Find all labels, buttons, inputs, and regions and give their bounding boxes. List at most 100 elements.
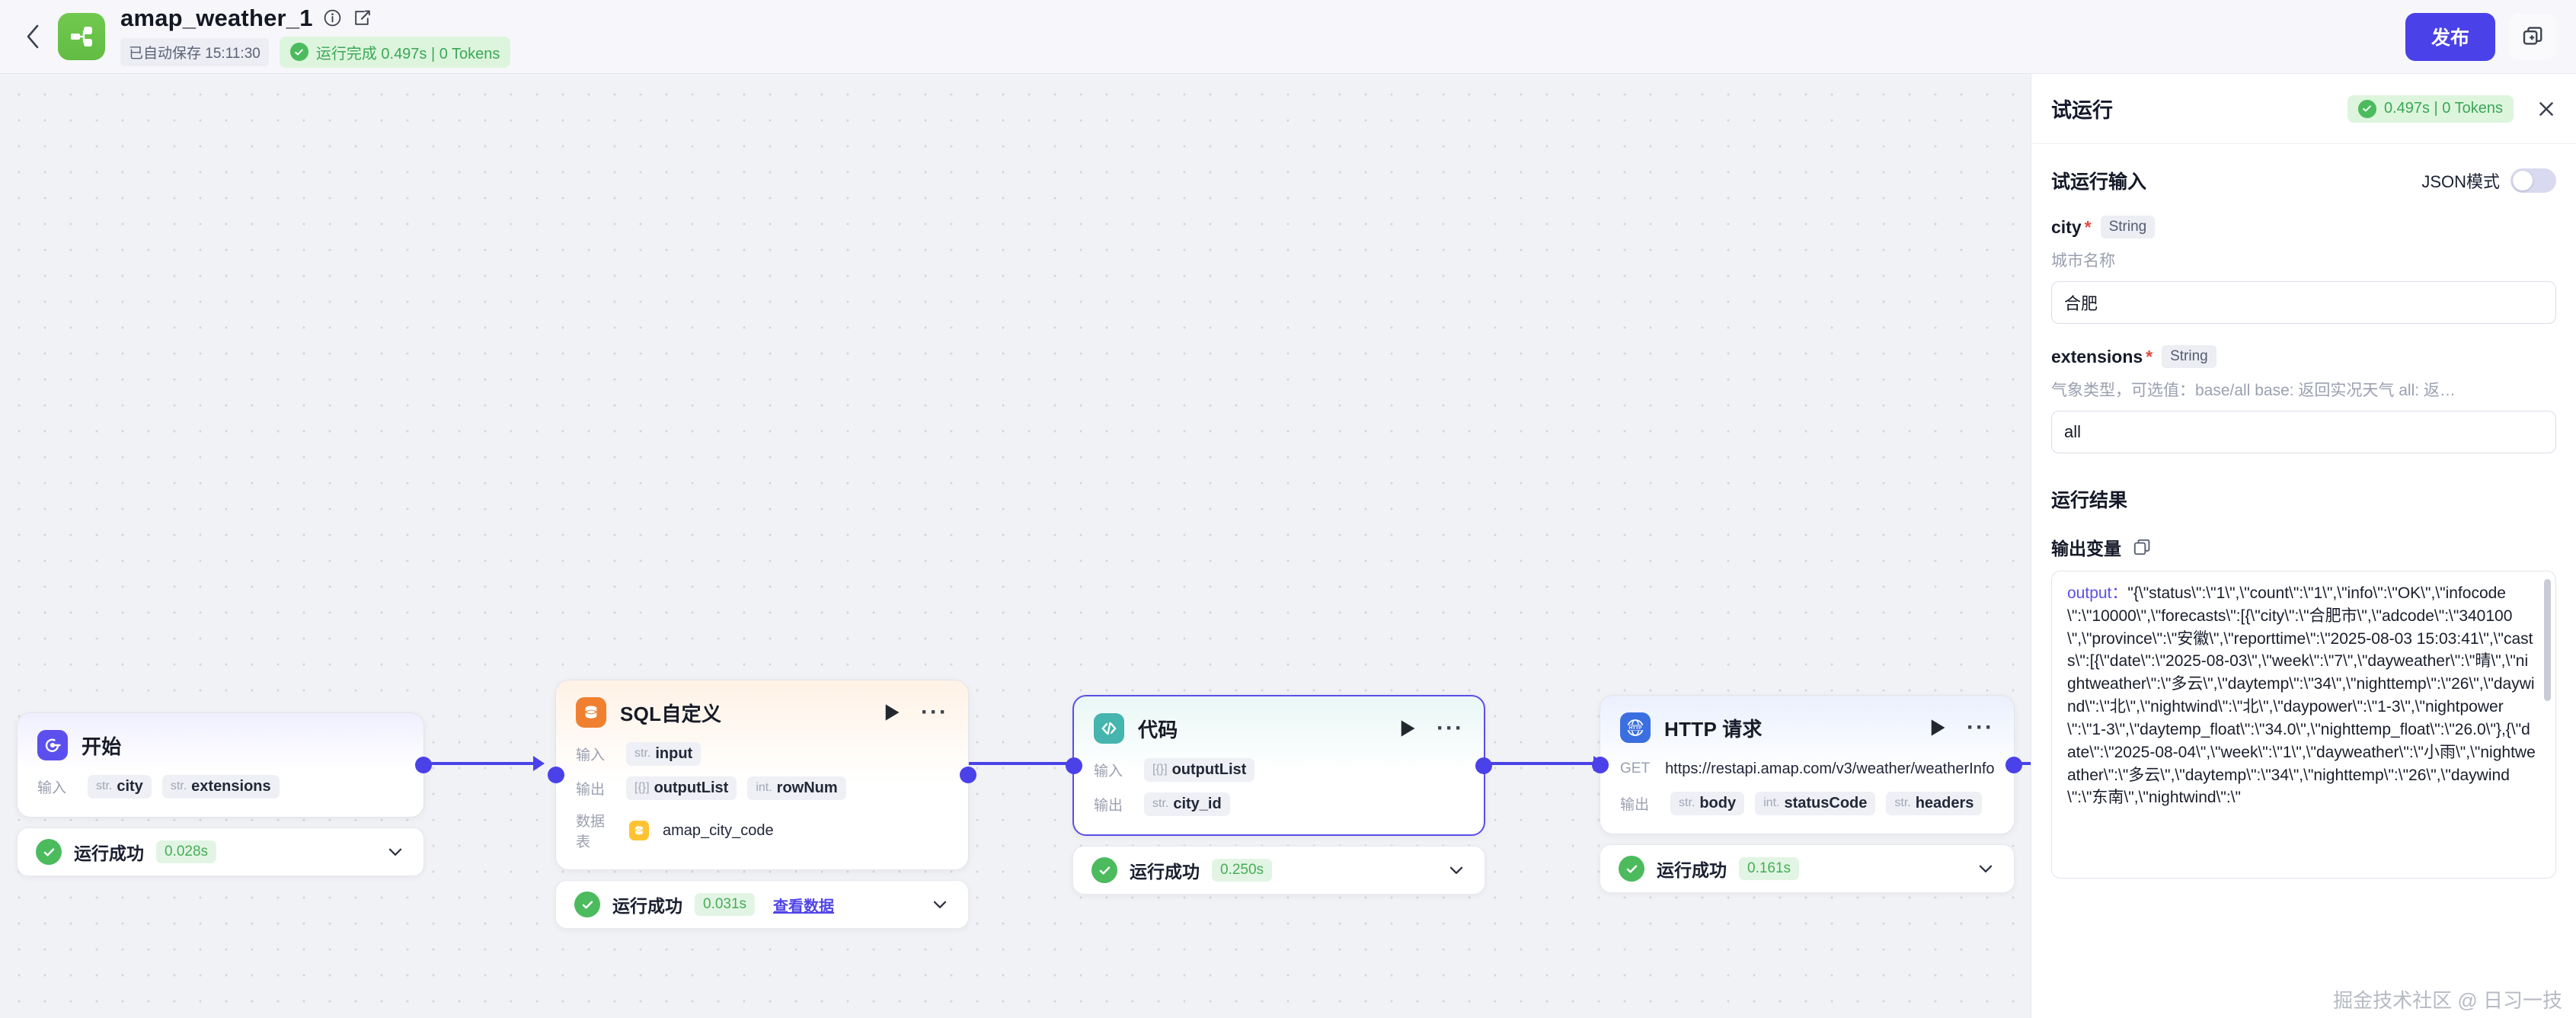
http-method: GET	[1620, 760, 1651, 776]
more-dots-icon[interactable]: ···	[921, 699, 948, 725]
node-http-card[interactable]: HTTP HTTP 请求 ··· GET https://restapi.a	[1592, 695, 2022, 834]
field-city-label-row: city * String	[2051, 216, 2556, 238]
pill-type: str.	[634, 747, 651, 760]
pill-type: int.	[1763, 796, 1780, 809]
chevron-down-icon[interactable]	[385, 842, 405, 862]
row-label: 输入	[576, 747, 606, 764]
node-code-card[interactable]: 代码 ··· 输入 [{}] outputList	[1066, 695, 1492, 836]
chevron-down-icon[interactable]	[1976, 859, 1996, 879]
output-scrollbar[interactable]	[2544, 579, 2551, 701]
node-start-input-row: 输入 str. city str. extensions	[37, 774, 404, 799]
variable-pill-extensions[interactable]: str. extensions	[161, 774, 280, 799]
copy-icon[interactable]	[2132, 537, 2152, 557]
page-title: amap_weather_1	[120, 4, 313, 31]
autosave-status: 已自动保存 15:11:30	[120, 37, 269, 66]
output-port[interactable]	[1475, 757, 1492, 774]
node-start[interactable]: 开始 输入 str. city str. extensions	[17, 712, 432, 876]
pill-type: str.	[96, 780, 113, 792]
workflow-canvas[interactable]: 开始 输入 str. city str. extensions	[0, 74, 2031, 1018]
node-code-status[interactable]: 运行成功 0.250s	[1072, 846, 1485, 895]
output-port[interactable]	[960, 767, 976, 783]
node-start-card[interactable]: 开始 输入 str. city str. extensions	[17, 712, 432, 818]
json-mode-label: JSON模式	[2421, 172, 2500, 191]
play-icon[interactable]	[1398, 719, 1417, 738]
node-sql-input-row: 输入 str. input	[576, 741, 948, 766]
output-port[interactable]	[2006, 756, 2022, 773]
node-sql-status[interactable]: 运行成功 0.031s 查看数据	[555, 880, 969, 929]
play-icon[interactable]	[1929, 718, 1947, 738]
node-sql[interactable]: SQL自定义 ··· 输入 str. input	[548, 680, 976, 929]
info-circle-icon[interactable]	[323, 8, 343, 27]
node-start-header: 开始	[37, 730, 404, 760]
city-input[interactable]: 合肥	[2051, 281, 2556, 324]
chevron-down-icon[interactable]	[1446, 860, 1466, 880]
meta-row: 已自动保存 15:11:30 运行完成 0.497s | 0 Tokens	[120, 36, 511, 68]
node-sql-output-row: 输出 [{}] outputList int. rowNum	[576, 776, 948, 800]
status-duration: 0.031s	[695, 893, 756, 916]
edge-start-to-sql	[425, 762, 539, 765]
variable-pill-statuscode[interactable]: int. statusCode	[1755, 791, 1876, 815]
json-mode-control: JSON模式	[2421, 168, 2556, 193]
extensions-input[interactable]: all	[2051, 411, 2556, 453]
node-http-title: HTTP 请求	[1664, 717, 1763, 741]
node-start-status[interactable]: 运行成功 0.028s	[17, 828, 424, 876]
row-label: 输出	[576, 781, 606, 798]
node-http[interactable]: HTTP HTTP 请求 ··· GET https://restapi.a	[1592, 695, 2022, 893]
chevron-down-icon[interactable]	[930, 895, 950, 914]
status-text: 运行成功	[1657, 860, 1727, 880]
pill-type: str.	[170, 780, 187, 792]
variable-pill-city[interactable]: str. city	[88, 774, 152, 799]
top-bar: amap_weather_1 已自动保存 15:11:30 运行完成 0.497…	[0, 0, 2576, 74]
input-port[interactable]	[548, 767, 564, 783]
watermark: 掘金技术社区 @ 日习一技	[2333, 989, 2562, 1012]
output-port[interactable]	[415, 757, 432, 773]
variable-pill-cityid[interactable]: str. city_id	[1144, 792, 1230, 816]
pill-name: input	[655, 744, 693, 762]
variable-pill-outputlist[interactable]: [{}] outputList	[1144, 757, 1255, 782]
more-dots-icon[interactable]: ···	[1437, 715, 1464, 741]
publish-button[interactable]: 发布	[2405, 12, 2495, 61]
node-code-output-row: 输出 str. city_id	[1094, 792, 1464, 816]
node-code-header: 代码 ···	[1094, 713, 1464, 744]
json-mode-toggle[interactable]	[2510, 168, 2556, 193]
node-http-status[interactable]: 运行成功 0.161s	[1600, 844, 2015, 893]
view-data-link[interactable]: 查看数据	[773, 898, 835, 915]
pill-name: rowNum	[776, 779, 838, 796]
status-text: 运行成功	[612, 896, 682, 916]
status-duration: 0.028s	[156, 840, 217, 863]
node-code[interactable]: 代码 ··· 输入 [{}] outputList	[1066, 695, 1492, 895]
play-icon[interactable]	[883, 703, 901, 722]
duplicate-icon[interactable]	[2509, 13, 2556, 60]
pill-name: outputList	[654, 779, 729, 796]
back-button[interactable]	[15, 19, 50, 54]
variable-pill-input[interactable]: str. input	[626, 741, 702, 766]
check-circle-icon	[36, 839, 62, 865]
variable-pill-outputlist[interactable]: [{}] outputList	[626, 776, 737, 800]
title-block: amap_weather_1 已自动保存 15:11:30 运行完成 0.497…	[120, 4, 511, 68]
close-icon[interactable]	[2536, 99, 2556, 119]
output-value-box[interactable]: output："{\"status\":\"1\",\"count\":\"1\…	[2051, 571, 2556, 879]
edit-square-icon[interactable]	[353, 8, 372, 27]
variable-pill-rownum[interactable]: int. rowNum	[747, 776, 846, 800]
input-port[interactable]	[1066, 757, 1082, 774]
http-node-icon: HTTP	[1620, 712, 1651, 743]
input-section-row: 试运行输入 JSON模式	[2051, 167, 2556, 194]
node-code-actions: ···	[1398, 715, 1464, 741]
svg-text:HTTP: HTTP	[1628, 725, 1642, 731]
pill-name: headers	[1915, 794, 1974, 812]
variable-pill-headers[interactable]: str. headers	[1886, 791, 1983, 815]
panel-header: 试运行 0.497s | 0 Tokens	[2031, 74, 2576, 144]
pill-type: [{}]	[634, 781, 650, 794]
variable-pill-body[interactable]: str. body	[1670, 791, 1745, 815]
pill-type: str.	[1679, 796, 1695, 809]
pill-type: int.	[756, 781, 772, 794]
panel-run-status-text: 0.497s | 0 Tokens	[2383, 100, 2503, 117]
pill-name: city_id	[1173, 795, 1222, 812]
pill-type: [{}]	[1152, 763, 1168, 776]
input-port[interactable]	[1592, 756, 1609, 773]
node-sql-card[interactable]: SQL自定义 ··· 输入 str. input	[548, 680, 976, 870]
node-http-rows: GET https://restapi.amap.com/v3/weather/…	[1620, 757, 1995, 815]
row-label: 数据表	[576, 814, 606, 850]
more-dots-icon[interactable]: ···	[1967, 715, 1994, 740]
